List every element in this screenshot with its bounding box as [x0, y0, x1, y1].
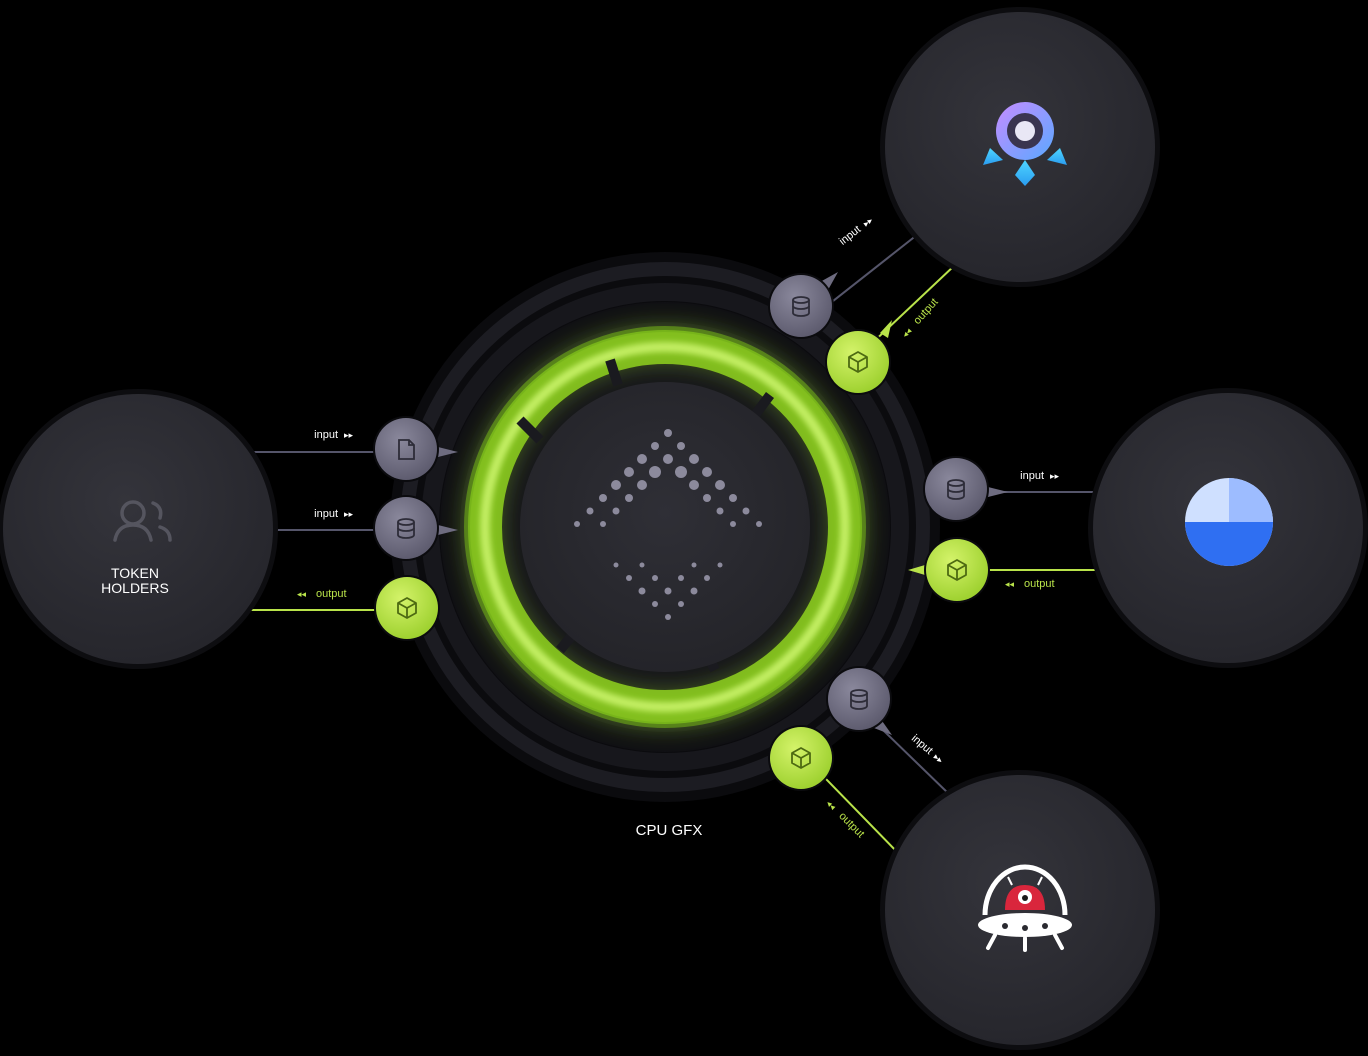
port-pie-output-box[interactable]	[908, 537, 990, 603]
label-alien-input: input	[909, 732, 935, 757]
port-alien-output-box[interactable]	[768, 725, 834, 791]
cpu-gfx-hub	[390, 252, 940, 802]
hub-core	[520, 382, 810, 672]
arrow-rocket-output: ◂◂	[901, 327, 915, 341]
arrow-token-output: ◂◂	[297, 590, 307, 600]
database-icon	[792, 296, 810, 317]
port-alien-input-db[interactable]	[826, 666, 892, 735]
port-token-output-box[interactable]	[374, 575, 440, 641]
rocket-node[interactable]	[880, 7, 1160, 287]
token-holders-label-line2: HOLDERS	[101, 580, 169, 596]
dot-logo-icon	[574, 429, 762, 620]
port-rocket-output-box[interactable]	[825, 320, 892, 395]
pie-node[interactable]	[1088, 388, 1368, 668]
pie-chart-icon	[1185, 478, 1273, 566]
arrow-token-input-2: ▸▸	[344, 510, 354, 520]
database-icon	[397, 518, 415, 539]
arrow-pie-output: ◂◂	[1005, 580, 1015, 590]
label-token-input-1: input	[314, 429, 338, 441]
port-token-input-file[interactable]	[373, 416, 458, 482]
label-token-output: output	[316, 588, 347, 600]
port-pie-input-db[interactable]	[923, 456, 1008, 522]
hub-label: CPU GFX	[636, 822, 703, 839]
database-icon	[947, 479, 965, 500]
label-rocket-input: input	[837, 224, 863, 248]
port-rocket-input-db[interactable]	[768, 272, 838, 339]
arrow-alien-input: ▸▸	[931, 753, 945, 767]
arrow-token-input-1: ▸▸	[344, 431, 354, 441]
arrow-alien-output: ◂◂	[824, 799, 838, 813]
arrow-pie-input: ▸▸	[1050, 472, 1060, 482]
arrow-rocket-input: ▸▸	[862, 216, 876, 230]
alien-node[interactable]	[880, 770, 1160, 1050]
token-holders-node[interactable]: TOKEN HOLDERS	[0, 389, 278, 669]
label-token-input-2: input	[314, 508, 338, 520]
cube-icon	[848, 351, 868, 373]
alien-ufo-icon	[978, 864, 1072, 952]
database-icon	[850, 689, 868, 710]
cube-icon	[791, 747, 811, 769]
port-token-input-db[interactable]	[373, 495, 458, 561]
file-icon	[398, 439, 415, 460]
label-pie-output: output	[1024, 578, 1055, 590]
cube-icon	[947, 559, 967, 581]
token-holders-label-line1: TOKEN	[111, 565, 159, 581]
label-pie-input: input	[1020, 470, 1044, 482]
rocket-icon	[983, 102, 1067, 186]
users-icon	[113, 500, 172, 542]
cube-icon	[397, 597, 417, 619]
